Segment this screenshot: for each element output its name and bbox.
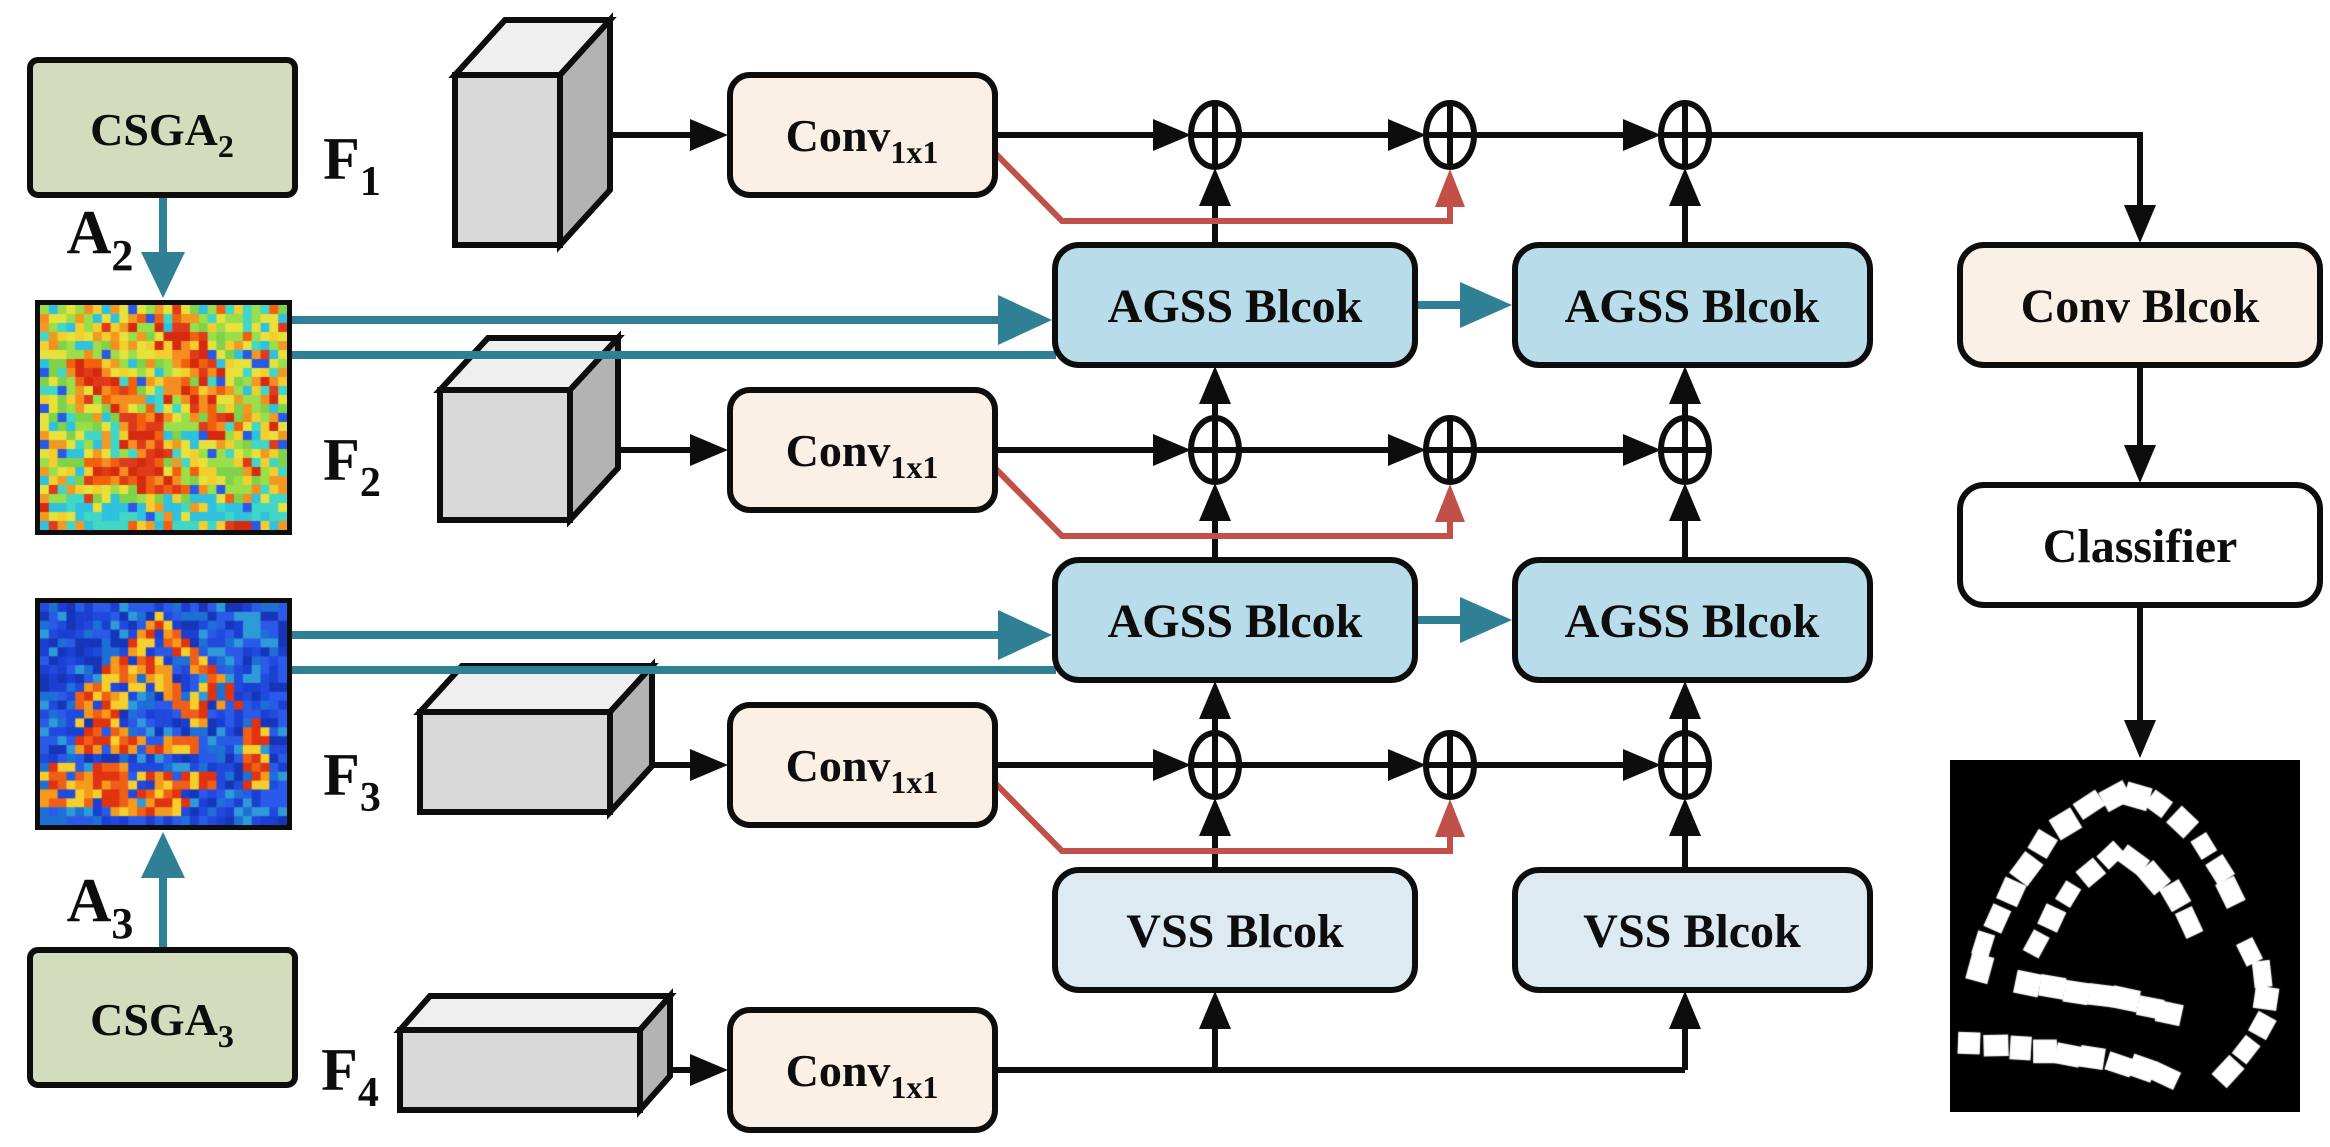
- f4-trunk-line: [670, 991, 1701, 1086]
- agss-block-4: AGSS Blcok: [1512, 557, 1873, 683]
- residual-skip-row3: [992, 780, 1465, 854]
- feature-labels: F1 F2 F3 F4 A2 A3: [67, 126, 381, 1116]
- sum-icon-r2c3: [1658, 415, 1712, 485]
- sum-icons: [1188, 100, 1712, 800]
- row1-lines: [608, 119, 2156, 243]
- vss-block-1: VSS Blcok: [1052, 867, 1418, 993]
- a2-label: A2: [67, 199, 134, 280]
- feature-cuboid-f2: [433, 330, 625, 528]
- agss-block-3: AGSS Blcok: [1052, 557, 1418, 683]
- csga2-box: CSGA2: [27, 57, 298, 198]
- agss-block-2: AGSS Blcok: [1512, 242, 1873, 368]
- conv1x1-box-row1: Conv1x1: [727, 72, 998, 198]
- a3-label: A3: [67, 867, 134, 948]
- svg-text:Classifier: Classifier: [2043, 520, 2238, 573]
- a3-arrow: [141, 832, 185, 948]
- svg-text:VSS Blcok: VSS Blcok: [1126, 905, 1344, 958]
- svg-text:VSS Blcok: VSS Blcok: [1583, 905, 1801, 958]
- f3-label: F3: [323, 742, 381, 821]
- vss-block-2: VSS Blcok: [1512, 867, 1873, 993]
- sum-icon-r3c1: [1188, 730, 1242, 800]
- agss-link-arrow-top: [1415, 282, 1512, 328]
- residual-skip-row1: [992, 150, 1465, 224]
- csga3-box: CSGA3: [27, 947, 298, 1088]
- residual-skip-row2: [992, 465, 1465, 539]
- svg-text:Conv1x1: Conv1x1: [786, 1045, 939, 1105]
- feature-cuboid-f1: [448, 12, 617, 253]
- classifier-box: Classifier: [1957, 482, 2323, 608]
- sum-icon-r3c3: [1658, 730, 1712, 800]
- f4-label: F4: [321, 1037, 379, 1116]
- fusion-chain-left: [1199, 168, 1231, 870]
- svg-text:AGSS Blcok: AGSS Blcok: [1565, 280, 1820, 333]
- conv1x1-box-row2: Conv1x1: [727, 387, 998, 513]
- conv1x1-box-row4: Conv1x1: [727, 1007, 998, 1133]
- sum-icon-r1c3: [1658, 100, 1712, 170]
- f1-label: F1: [323, 126, 381, 205]
- attention-feed-a3: [292, 610, 1056, 674]
- row3-lines: [652, 749, 1661, 781]
- conv-block-box: Conv Blcok: [1957, 242, 2323, 368]
- sum-icon-r1c2: [1423, 100, 1477, 170]
- row2-lines: [618, 434, 1661, 466]
- svg-text:AGSS Blcok: AGSS Blcok: [1565, 595, 1820, 648]
- svg-text:AGSS Blcok: AGSS Blcok: [1108, 595, 1363, 648]
- svg-text:Conv Blcok: Conv Blcok: [2021, 280, 2260, 333]
- classifier-to-output-arrow: [2124, 605, 2156, 758]
- sum-icon-r2c1: [1188, 415, 1242, 485]
- agss-block-1: AGSS Blcok: [1052, 242, 1418, 368]
- svg-text:Conv1x1: Conv1x1: [786, 740, 939, 800]
- attention-map-a3: [35, 598, 292, 830]
- conv1x1-box-row3: Conv1x1: [727, 702, 998, 828]
- feature-cuboid-f4: [393, 988, 677, 1118]
- fusion-chain-right: [1669, 168, 1701, 870]
- sum-icon-r2c2: [1423, 415, 1477, 485]
- conv-block-to-classifier-arrow: [2124, 365, 2156, 483]
- sum-icon-r1c1: [1188, 100, 1242, 170]
- attention-feed-a2: [292, 295, 1056, 359]
- svg-text:Conv1x1: Conv1x1: [786, 425, 939, 485]
- agss-link-arrow-bottom: [1415, 597, 1512, 643]
- csga2-label: CSGA2: [90, 104, 234, 164]
- segmentation-output: [1950, 760, 2300, 1112]
- csga3-label: CSGA3: [90, 994, 234, 1054]
- svg-text:AGSS Blcok: AGSS Blcok: [1108, 280, 1363, 333]
- svg-text:Conv1x1: Conv1x1: [786, 110, 939, 170]
- f2-label: F2: [323, 427, 381, 506]
- a2-arrow: [141, 197, 185, 298]
- feature-cuboid-f3: [413, 658, 659, 820]
- sum-icon-r3c2: [1423, 730, 1477, 800]
- attention-map-a2: [35, 300, 292, 535]
